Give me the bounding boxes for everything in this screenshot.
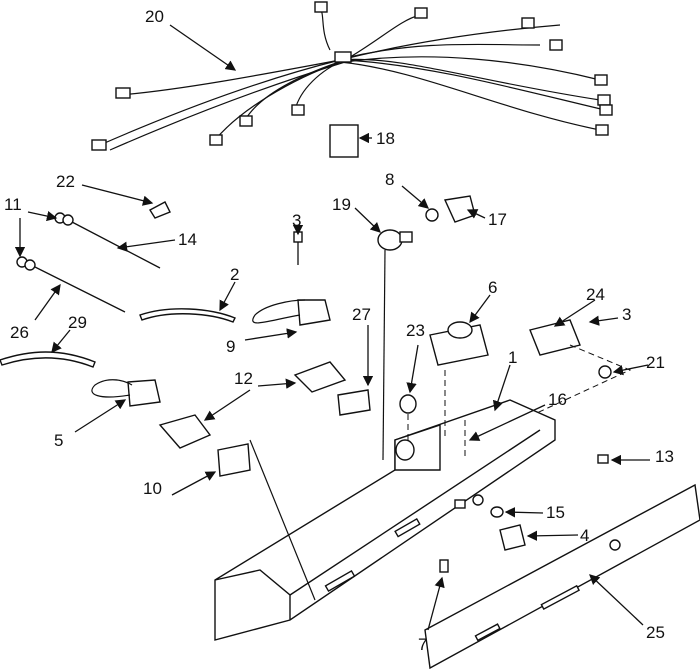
clip-22 — [149, 201, 171, 219]
callout-22: 22 — [56, 172, 75, 191]
callout-24: 24 — [586, 285, 605, 304]
callout-20: 20 — [145, 7, 164, 26]
callout-9: 9 — [226, 337, 235, 356]
label-10 — [217, 443, 251, 477]
callout-7: 7 — [418, 635, 427, 654]
callout-5: 5 — [54, 431, 63, 450]
tube-2 — [139, 308, 236, 323]
callout-10: 10 — [143, 479, 162, 498]
callout-15: 15 — [546, 503, 565, 522]
screw-13 — [597, 454, 609, 464]
callout-3a: 3 — [292, 211, 301, 230]
bracket-12a — [158, 414, 212, 449]
switch-9 — [252, 231, 331, 326]
callout-2: 2 — [230, 265, 239, 284]
light-15 — [490, 506, 504, 518]
callout-21: 21 — [646, 353, 665, 372]
clip-21 — [598, 365, 612, 379]
callout-3b: 3 — [622, 305, 631, 324]
bracket-12b — [293, 361, 347, 393]
grommet-23 — [399, 394, 417, 414]
callout-29: 29 — [68, 313, 87, 332]
callout-17: 17 — [488, 210, 507, 229]
bracket-18 — [329, 124, 359, 158]
leader-lines — [14, 24, 650, 631]
screw-7 — [439, 559, 449, 573]
callout-6: 6 — [488, 278, 497, 297]
callout-14: 14 — [178, 230, 197, 249]
callout-1: 1 — [508, 348, 517, 367]
switch-4 — [499, 524, 526, 551]
tube-29 — [0, 351, 96, 368]
callout-19: 19 — [332, 195, 351, 214]
rods-and-washers — [16, 212, 161, 313]
callout-labels: 20 18 22 8 19 17 11 3 14 2 6 24 3 26 29 … — [4, 7, 674, 654]
callout-4: 4 — [580, 526, 589, 545]
callout-18: 18 — [376, 129, 395, 148]
callout-26: 26 — [10, 323, 29, 342]
callout-12: 12 — [234, 369, 253, 388]
control-housing-1 — [214, 370, 556, 641]
wire-harness-20 — [91, 1, 613, 151]
callout-13: 13 — [655, 447, 674, 466]
control-panel-25 — [424, 483, 700, 670]
callout-16: 16 — [548, 390, 567, 409]
callout-25: 25 — [646, 623, 665, 642]
label-27 — [337, 389, 371, 416]
callout-11: 11 — [4, 195, 22, 214]
callout-8: 8 — [385, 170, 394, 189]
callout-23: 23 — [406, 321, 425, 340]
switch-5 — [127, 379, 161, 407]
callout-27: 27 — [352, 305, 371, 324]
